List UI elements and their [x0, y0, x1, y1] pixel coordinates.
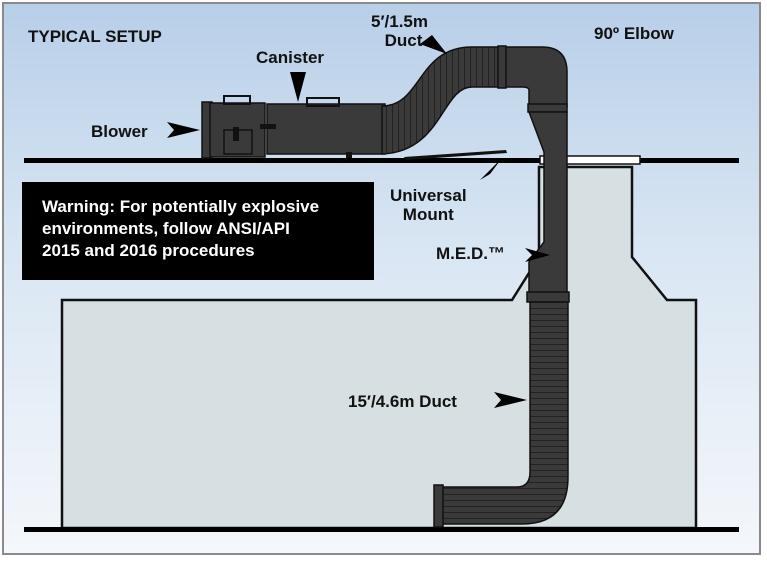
label-mount-line1: Universal [390, 186, 467, 205]
arrow-blower [167, 122, 200, 138]
vertical-pipe [527, 111, 568, 295]
arrow-long-duct [494, 392, 527, 408]
warning-line1: Warning: For potentially explosive [42, 197, 320, 216]
label-universal-mount: Universal Mount [390, 186, 467, 224]
arrow-med [525, 248, 550, 262]
blower [201, 95, 266, 159]
arrow-canister [290, 72, 306, 102]
arrow-mount [480, 158, 502, 180]
ground-line-bottom [24, 527, 739, 532]
label-mount-line2: Mount [402, 205, 454, 224]
label-med: M.E.D.™ [436, 244, 505, 263]
ground-line-top [24, 158, 739, 163]
diagram-frame: TYPICAL SETUP Blower Canister 5′/1.5m Du… [2, 2, 761, 555]
elbow [501, 46, 568, 108]
arrow-short-duct [420, 35, 447, 54]
manway-flange [539, 155, 641, 165]
short-duct [381, 46, 503, 155]
diagram-title: TYPICAL SETUP [28, 27, 162, 46]
label-long-duct: 15′/4.6m Duct [348, 392, 457, 411]
warning-box: Warning: For potentially explosive envir… [22, 182, 374, 280]
label-canister: Canister [256, 48, 325, 67]
label-elbow: 90º Elbow [594, 24, 674, 43]
elbow-coupler [527, 103, 568, 113]
warning-line3: 2015 and 2016 procedures [42, 241, 255, 260]
long-duct [441, 301, 569, 525]
canister [260, 97, 386, 158]
label-short-duct-line2: Duct [384, 31, 423, 50]
setup-illustration [24, 32, 739, 532]
label-short-duct: 5′/1.5m Duct [371, 12, 428, 50]
universal-mount [404, 150, 507, 160]
duct-end-flange [433, 484, 444, 528]
label-blower: Blower [91, 122, 148, 141]
arrow-elbow [562, 32, 584, 54]
warning-line2: environments, follow ANSI/API [42, 219, 290, 238]
label-short-duct-line1: 5′/1.5m [371, 12, 429, 31]
